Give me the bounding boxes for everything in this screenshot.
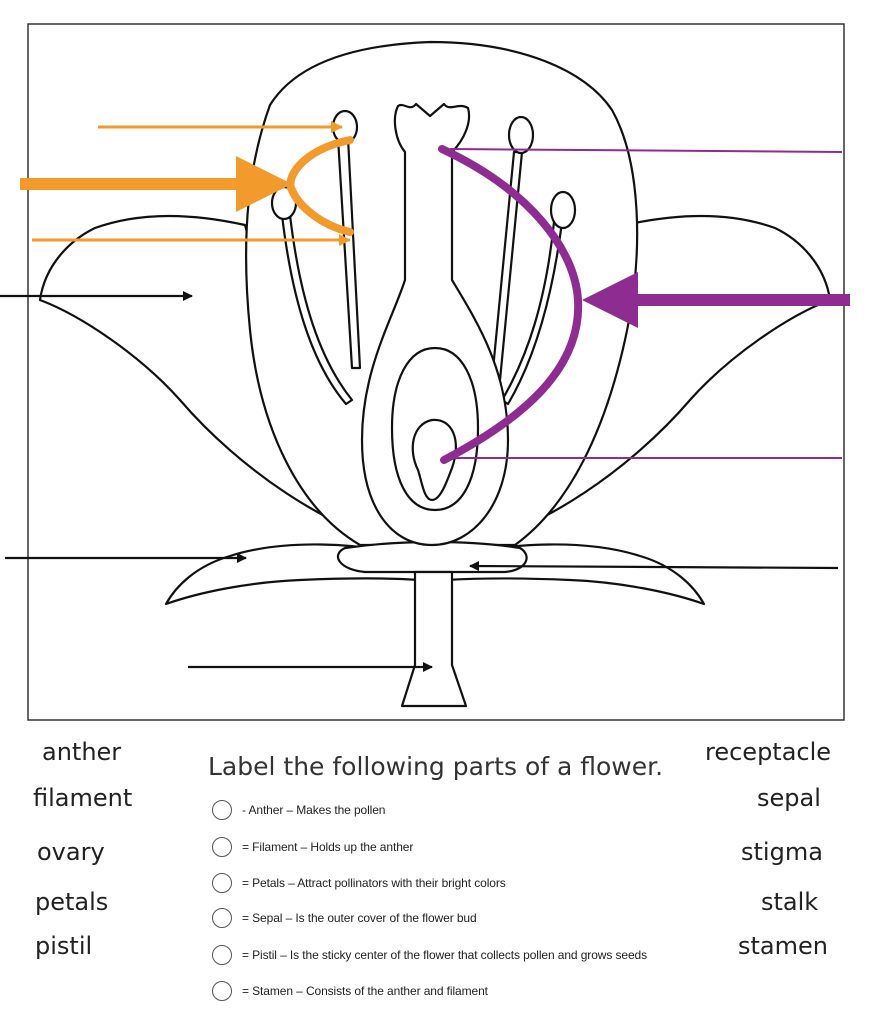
radio-circle[interactable] xyxy=(212,800,232,820)
definition-stamen[interactable]: = Stamen – Consists of the anther and fi… xyxy=(212,978,488,1004)
pistil-bracket xyxy=(438,145,850,464)
definition-text: = Pistil – Is the sticky center of the f… xyxy=(242,948,648,962)
word-receptacle: receptacle xyxy=(705,738,832,766)
pistil-arrowhead xyxy=(582,272,638,328)
definition-text: - Anther – Makes the pollen xyxy=(242,803,386,817)
radio-circle[interactable] xyxy=(212,945,232,965)
stalk xyxy=(400,570,468,708)
word-stigma: stigma xyxy=(741,838,823,866)
definition-text: = Stamen – Consists of the anther and fi… xyxy=(242,984,488,998)
stamen-bracket xyxy=(20,121,354,246)
definition-pistil[interactable]: = Pistil – Is the sticky center of the f… xyxy=(212,942,647,968)
word-anther: anther xyxy=(42,738,122,766)
word-stamen: stamen xyxy=(738,932,828,960)
word-stalk: stalk xyxy=(761,888,819,916)
anther-3 xyxy=(507,115,535,155)
pointer-receptacle xyxy=(469,561,839,572)
word-sepal: sepal xyxy=(757,784,821,812)
worksheet-title: Label the following parts of a flower. xyxy=(208,752,664,781)
pistil-line-top xyxy=(449,148,843,153)
definition-sepal[interactable]: = Sepal – Is the outer cover of the flow… xyxy=(212,905,477,931)
word-ovary: ovary xyxy=(37,838,105,866)
filament-2 xyxy=(280,213,354,406)
definition-petals[interactable]: = Petals – Attract pollinators with thei… xyxy=(212,870,506,896)
stamen-arrowhead xyxy=(236,156,292,212)
flower-drawing xyxy=(38,40,832,708)
anther-4 xyxy=(549,190,577,230)
definition-anther[interactable]: - Anther – Makes the pollen xyxy=(212,797,385,823)
pointer-arrows xyxy=(0,291,839,672)
word-filament: filament xyxy=(33,784,133,812)
word-petals: petals xyxy=(35,888,109,916)
receptacle xyxy=(337,540,528,574)
radio-circle[interactable] xyxy=(212,908,232,928)
radio-circle[interactable] xyxy=(212,873,232,893)
flower-diagram xyxy=(0,23,850,721)
definition-filament[interactable]: = Filament – Holds up the anther xyxy=(212,834,413,860)
definition-text: = Filament – Holds up the anther xyxy=(242,840,414,854)
radio-circle[interactable] xyxy=(212,837,232,857)
ovule xyxy=(411,418,457,502)
definition-text: = Petals – Attract pollinators with thei… xyxy=(242,876,506,890)
pistil-curve xyxy=(438,145,583,464)
radio-circle[interactable] xyxy=(212,981,232,1001)
definition-text: = Sepal – Is the outer cover of the flow… xyxy=(242,911,477,925)
stamen-curve xyxy=(286,136,354,236)
word-pistil: pistil xyxy=(35,932,93,960)
